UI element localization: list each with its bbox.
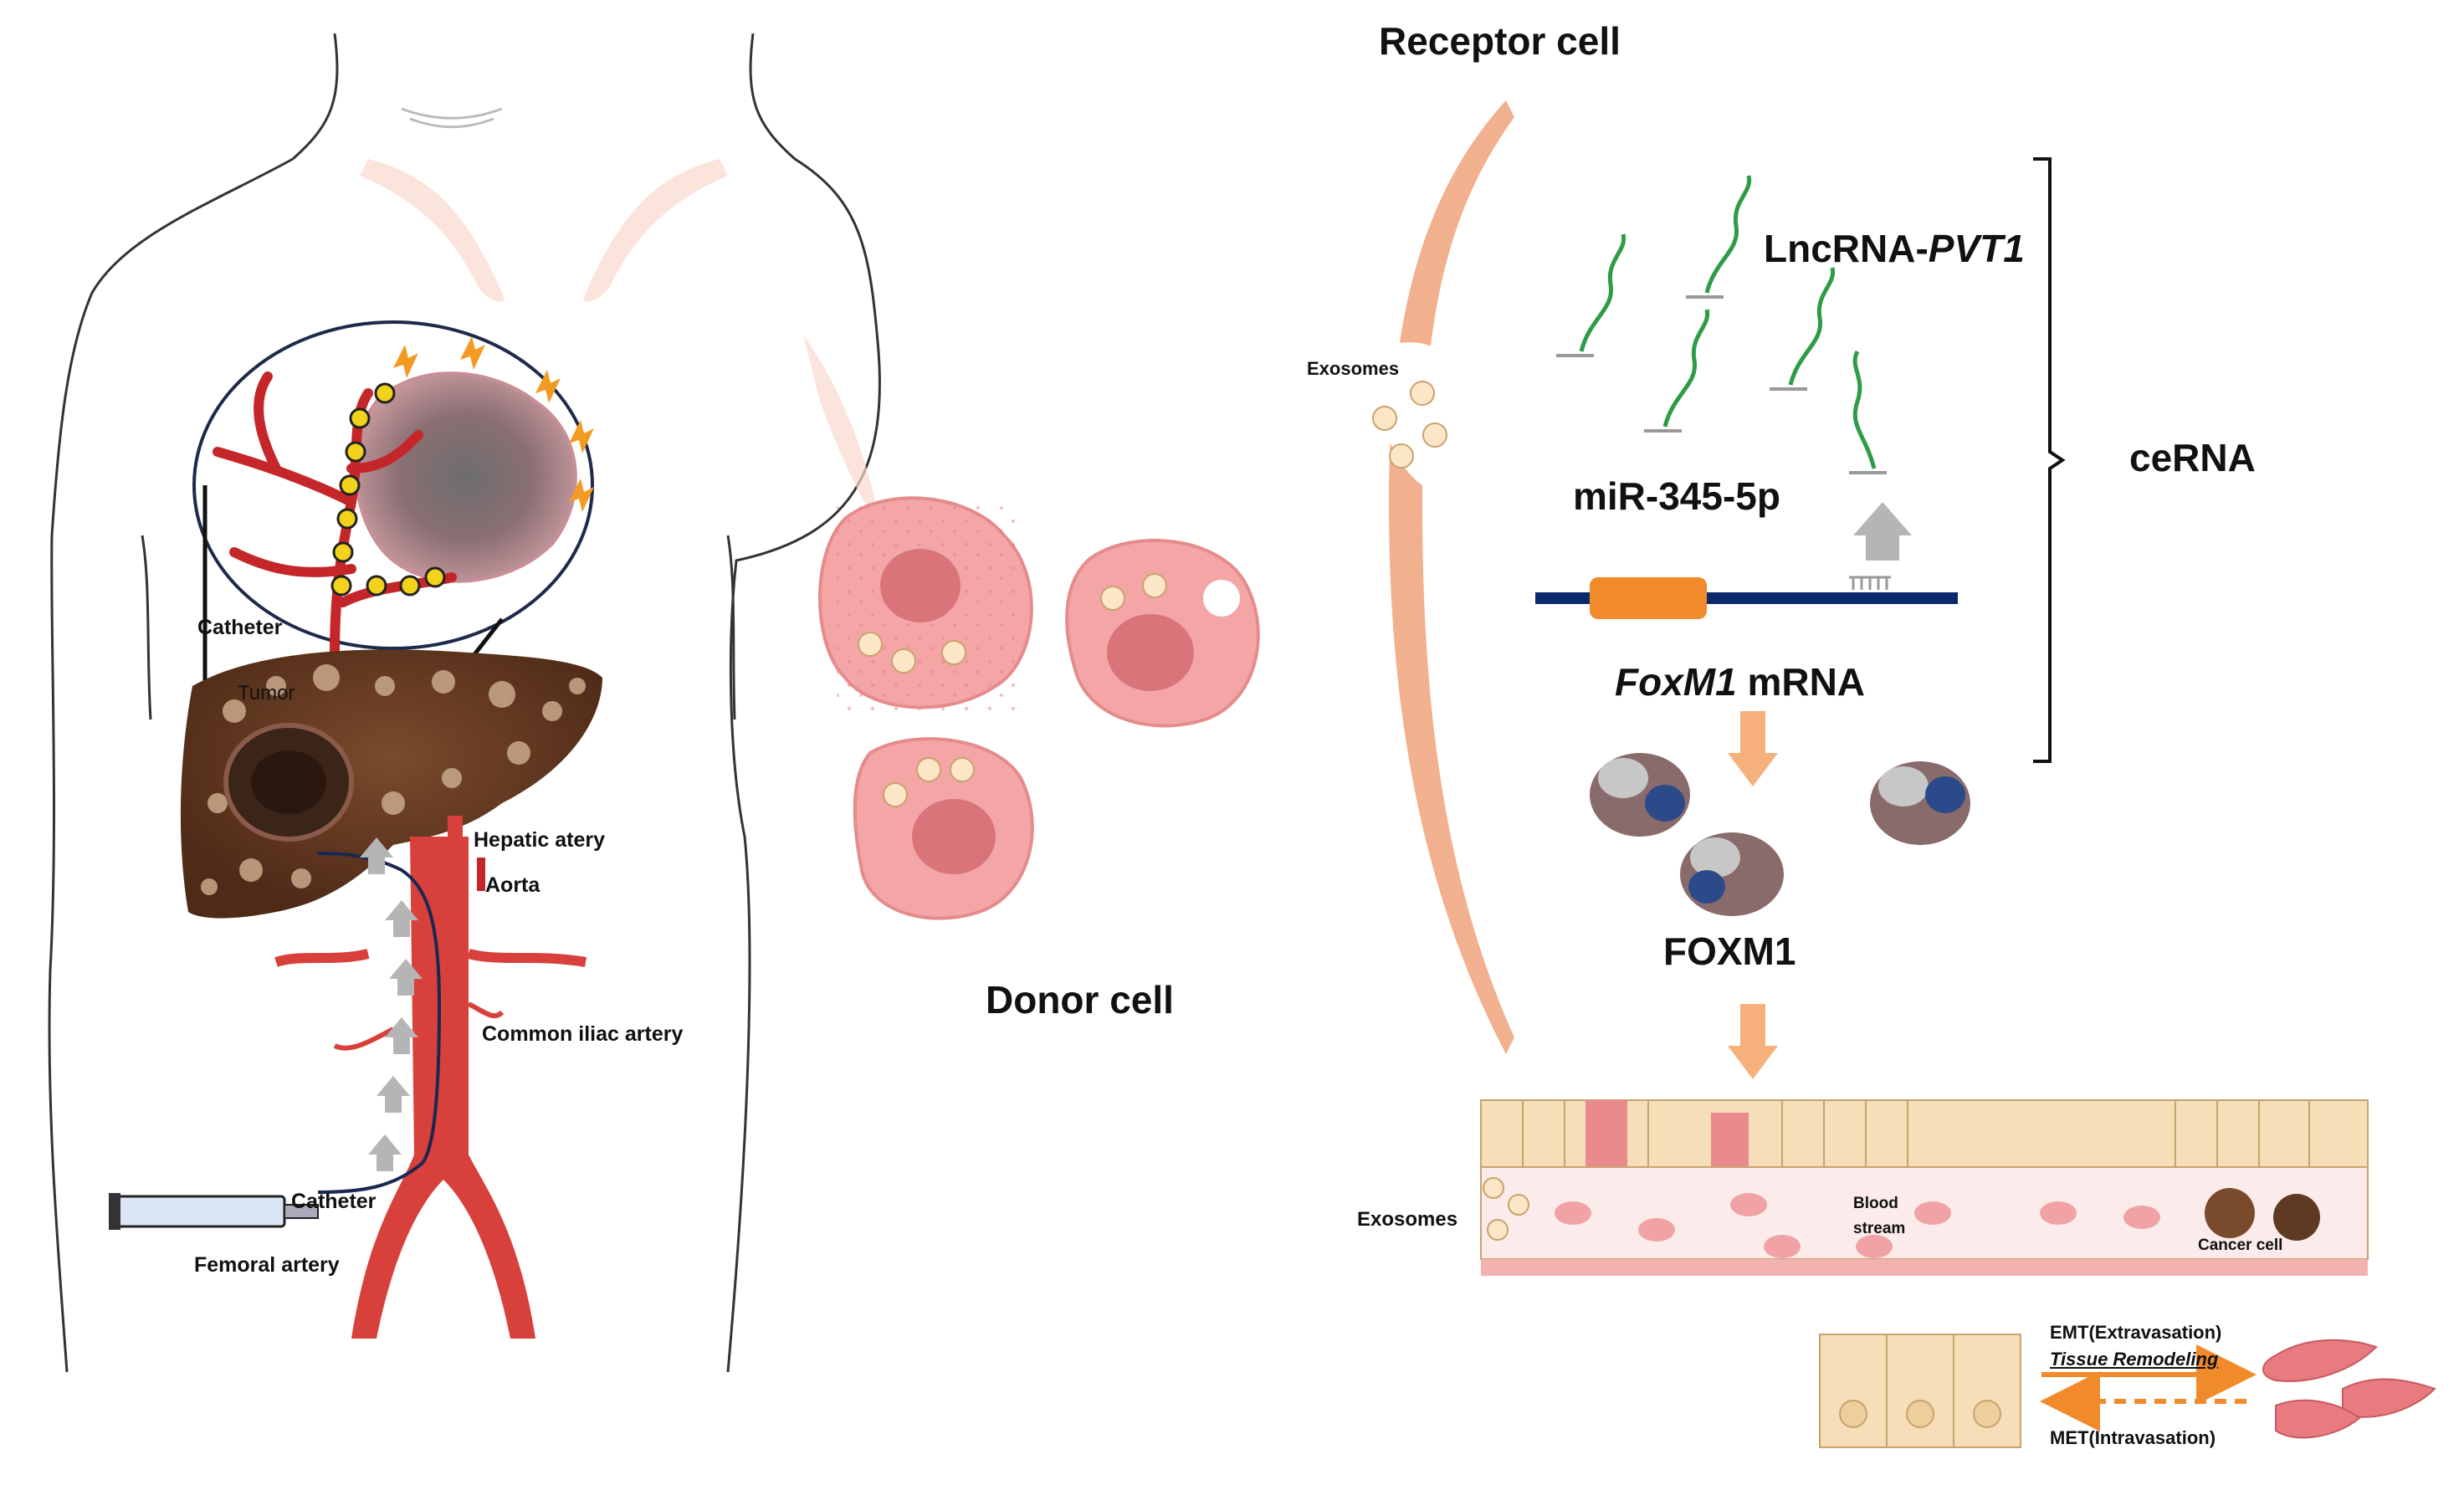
mrna-suffix: mRNA — [1736, 660, 1866, 704]
epithelium-top — [1480, 1099, 2369, 1168]
foxm1-mrna-label: FoxM1 mRNA — [1615, 659, 1865, 704]
hepatic-artery-label: Hepatic atery — [474, 828, 606, 852]
flow-arrows — [360, 837, 423, 1171]
tissue-remodeling-label: Tissue Remodeling — [2050, 1349, 2219, 1370]
up-arrow-gray — [1853, 502, 1912, 561]
vessel-exosomes — [1483, 1177, 1529, 1241]
donor-cell-1 — [818, 496, 1033, 711]
catheter-top-label: Catheter — [197, 616, 283, 639]
membrane-notch — [1372, 342, 1450, 485]
donor-cell-2 — [1065, 539, 1260, 728]
lightning-bolts — [393, 336, 594, 512]
foxm1-gene: FoxM1 — [1615, 660, 1737, 704]
cerna-bracket — [2033, 157, 2066, 763]
zoom-tumor — [354, 371, 577, 583]
tumor-label: Tumor — [238, 682, 295, 704]
mesenchymal-cells — [2262, 1339, 2436, 1439]
common-iliac-label: Common iliac artery — [482, 1022, 684, 1046]
vessel-cancer-cells — [2205, 1188, 2320, 1241]
foxm1-protein-label: FOXM1 — [1663, 929, 1796, 973]
lncrna-prefix: LncRNA- — [1764, 227, 1929, 270]
arrow-mrna-to-protein — [1728, 711, 1778, 786]
donor-exosomes — [858, 573, 1167, 807]
receptor-cell-label: Receptor cell — [1379, 19, 1621, 63]
body-outline — [48, 33, 881, 1373]
cerna-label: ceRNA — [2129, 436, 2256, 479]
liver-tumor-core — [251, 750, 326, 814]
met-label: MET(Intravasation) — [2050, 1427, 2216, 1448]
catheter-bottom-label: Catheter — [291, 1190, 377, 1213]
mrna-binding-site — [1849, 576, 1891, 590]
blood-stream-label-1: Blood — [1853, 1195, 1898, 1212]
exosomes-top-label: Exosomes — [1307, 358, 1400, 379]
mirna-ladders — [1556, 295, 1887, 474]
donor-cell-label: Donor cell — [986, 978, 1174, 1022]
liver — [180, 649, 602, 919]
lncrna-gene: PVT1 — [1928, 227, 2025, 270]
mirna-hairpins — [1579, 175, 1877, 469]
mirna-label: miR-345-5p — [1573, 474, 1780, 518]
syringe — [109, 1193, 319, 1230]
donor-cell-3 — [853, 737, 1034, 920]
foxm1-proteins — [1590, 753, 1970, 916]
receptor-membrane — [1389, 100, 1514, 1054]
mrna-orf — [1590, 577, 1707, 619]
collarbones — [360, 159, 879, 519]
exosomes-bottom-label: Exosomes — [1357, 1208, 1458, 1231]
red-blood-cells — [1555, 1193, 2160, 1258]
femoral-artery-label: Femoral artery — [194, 1253, 340, 1277]
aorta-label: Aorta — [485, 873, 540, 897]
cancer-cell-label: Cancer cell — [2198, 1237, 2283, 1254]
radioactive-beads — [330, 382, 446, 597]
lncrna-label: LncRNA-PVT1 — [1764, 226, 2025, 271]
arrow-protein-to-tissue — [1728, 1004, 1778, 1079]
liver-nodules — [201, 664, 586, 895]
epithelium-small — [1819, 1334, 2021, 1448]
blood-stream-label-2: stream — [1853, 1220, 1906, 1237]
emt-label: EMT(Extravasation) — [2050, 1322, 2222, 1343]
chin-lines — [401, 107, 503, 129]
aorta — [274, 816, 587, 1339]
vessel-bottom-wall — [1481, 1259, 2368, 1276]
membrane-exosomes — [1372, 381, 1447, 469]
